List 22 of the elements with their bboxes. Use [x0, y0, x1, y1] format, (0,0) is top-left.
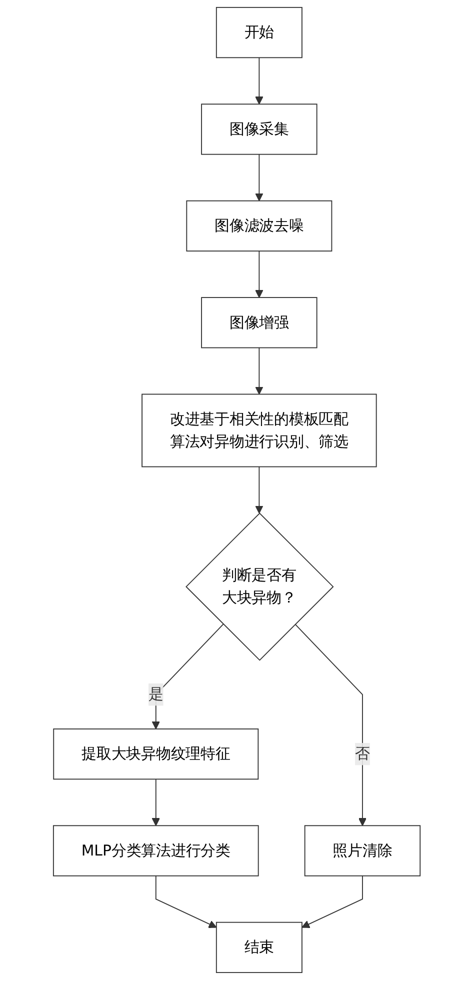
arrow	[255, 57, 264, 104]
node-box: 提取大块异物纹理特征	[53, 728, 259, 780]
node-box: 开始	[216, 6, 303, 58]
edge-label: 否	[355, 744, 370, 762]
node-box: 照片清除	[304, 825, 421, 876]
node-box: 结束	[216, 922, 303, 973]
node-box: 图像滤波去噪	[186, 200, 332, 252]
arrow	[152, 624, 224, 730]
node-box: MLP分类算法进行分类	[53, 825, 260, 876]
edge-label: 是	[148, 685, 164, 703]
arrow	[152, 778, 160, 826]
node-box: 图像增强	[201, 297, 318, 348]
arrow	[255, 250, 264, 298]
arrow	[294, 624, 367, 826]
arrow	[255, 154, 264, 202]
node-box: 改进基于相关性的模板匹配算法对异物进行识别、筛选	[142, 394, 378, 468]
arrow	[255, 347, 264, 395]
node-diamond: 判断是否有大块异物？	[186, 512, 334, 661]
arrow	[302, 875, 364, 928]
arrow	[156, 875, 217, 928]
node-box: 图像采集	[201, 104, 318, 155]
arrow	[255, 466, 264, 514]
